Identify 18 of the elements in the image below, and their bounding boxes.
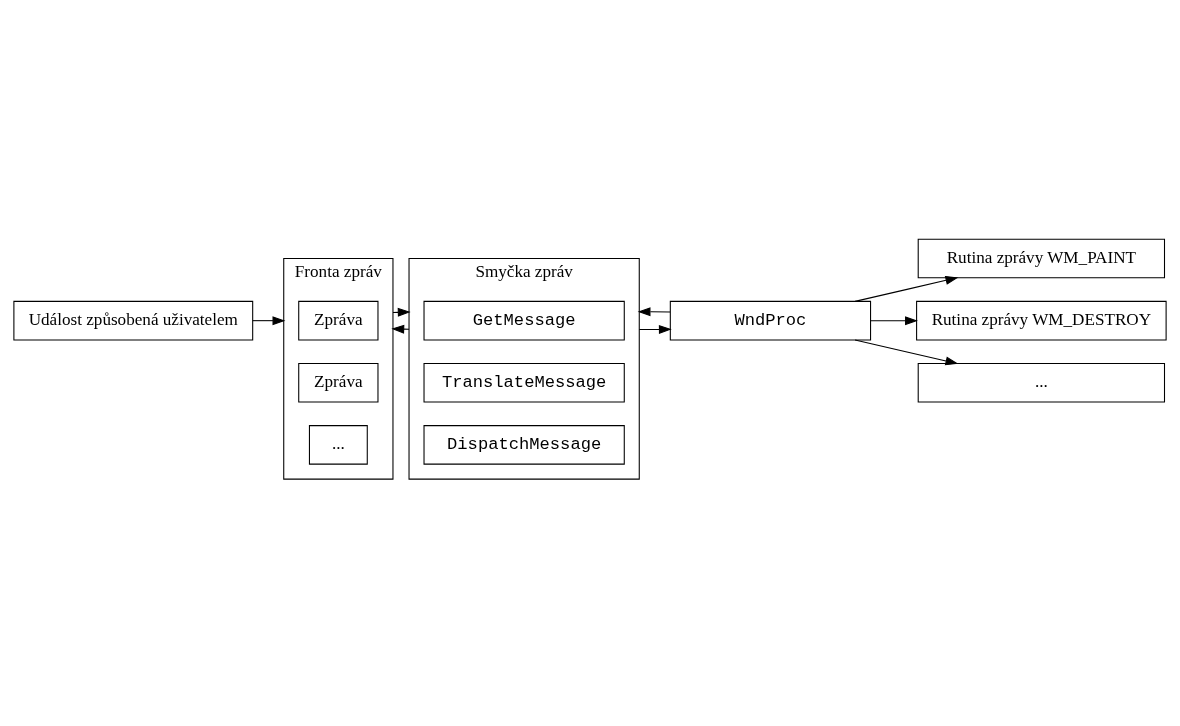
arrow [638, 324, 672, 334]
node-box: WndProc [669, 300, 872, 340]
node-box: ... [308, 424, 368, 465]
arrow [392, 307, 411, 317]
arrow [637, 306, 671, 316]
arrow [854, 338, 959, 365]
node-box: Rutina zprávy WM_DESTROY [916, 300, 1167, 340]
node-box: DispatchMessage [423, 424, 625, 465]
arrow [854, 275, 959, 302]
arrow [870, 315, 918, 325]
node-box: Rutina zprávy WM_PAINT [917, 238, 1166, 278]
arrow [252, 315, 286, 325]
node-box: ... [917, 362, 1166, 403]
node-box: TranslateMessage [423, 362, 625, 403]
node-box: Zpráva [298, 362, 379, 403]
node-box: Zpráva [298, 300, 379, 340]
node-box: GetMessage [423, 300, 625, 340]
node-box: Událost způsobená uživatelem [13, 300, 254, 340]
